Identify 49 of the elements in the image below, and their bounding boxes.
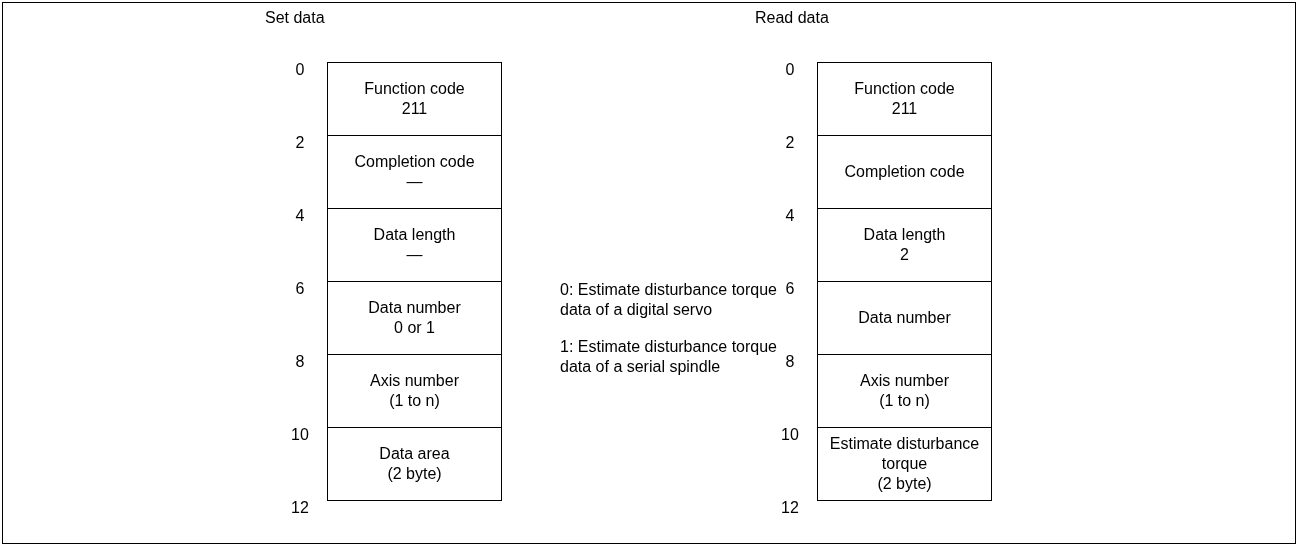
byte-offset: 12 bbox=[290, 498, 310, 518]
field-value: (1 to n) bbox=[879, 391, 930, 411]
field-name: Data length bbox=[373, 225, 456, 245]
field-name: Function code bbox=[854, 79, 955, 99]
field-name: Function code bbox=[364, 79, 465, 99]
field-cell bbox=[327, 354, 502, 428]
field-cell bbox=[817, 354, 992, 428]
field-cell bbox=[817, 281, 992, 355]
field-cell bbox=[817, 427, 992, 501]
byte-offset: 8 bbox=[784, 352, 796, 372]
byte-offset: 2 bbox=[784, 133, 796, 153]
field-value: (1 to n) bbox=[389, 391, 440, 411]
field-cell bbox=[817, 208, 992, 282]
byte-offset: 2 bbox=[294, 133, 306, 153]
field-name: Data number bbox=[858, 308, 951, 328]
byte-offset: 10 bbox=[780, 425, 800, 445]
field-cell bbox=[327, 427, 502, 501]
column-heading: Set data bbox=[265, 8, 325, 28]
byte-offset: 8 bbox=[294, 352, 306, 372]
byte-offset: 4 bbox=[294, 206, 306, 226]
byte-offset: 12 bbox=[780, 498, 800, 518]
field-value: (2 byte) bbox=[877, 474, 932, 494]
field-value: 211 bbox=[401, 99, 428, 119]
field-value: 0 or 1 bbox=[394, 318, 435, 338]
field-cell bbox=[327, 281, 502, 355]
field-cell bbox=[817, 135, 992, 209]
field-cell bbox=[327, 62, 502, 136]
field-name: Completion code bbox=[844, 162, 965, 182]
field-name: Axis number bbox=[370, 371, 459, 391]
field-value: (2 byte) bbox=[387, 464, 442, 484]
field-cell bbox=[327, 208, 502, 282]
field-name: Axis number bbox=[860, 371, 949, 391]
byte-offset: 0 bbox=[784, 60, 796, 80]
field-value: — bbox=[406, 245, 423, 265]
field-name: Data number bbox=[368, 298, 461, 318]
field-value: 211 bbox=[891, 99, 918, 119]
byte-offset: 6 bbox=[294, 279, 306, 299]
field-name: Estimate disturbance torque bbox=[828, 434, 981, 474]
field-value: — bbox=[406, 172, 423, 192]
field-cell bbox=[327, 135, 502, 209]
column-heading: Read data bbox=[755, 8, 829, 28]
byte-offset: 10 bbox=[290, 425, 310, 445]
field-name: Data area bbox=[379, 444, 450, 464]
field-cell bbox=[817, 62, 992, 136]
field-name: Completion code bbox=[354, 152, 475, 172]
byte-offset: 4 bbox=[784, 206, 796, 226]
field-value: 2 bbox=[900, 245, 909, 265]
field-name: Data length bbox=[863, 225, 946, 245]
byte-offset: 0 bbox=[294, 60, 306, 80]
